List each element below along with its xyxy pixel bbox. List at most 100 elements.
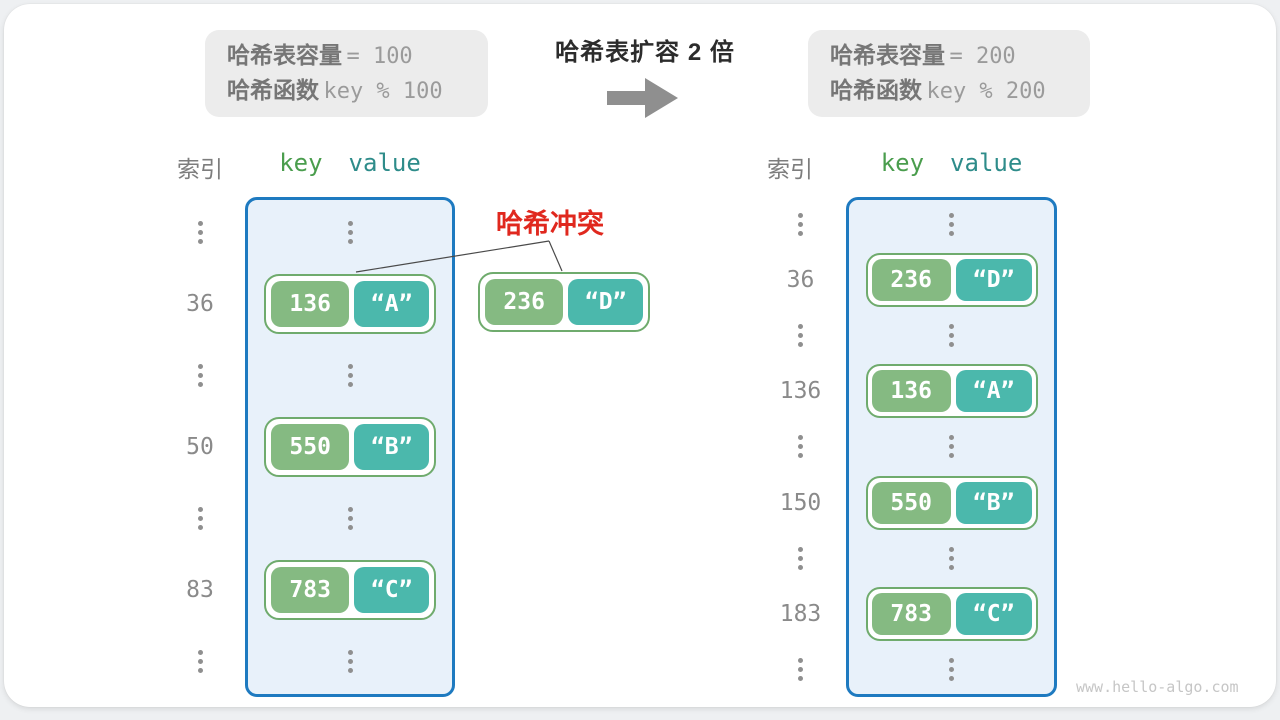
capacity-after-box: 哈希表容量 = 200 哈希函数 key % 200 <box>808 30 1090 117</box>
vertical-ellipsis-icon <box>197 506 203 530</box>
hash-fn-label: 哈希函数 <box>830 77 922 103</box>
expand-arrow-icon <box>607 78 678 118</box>
bucket-index: 150 <box>779 489 822 516</box>
bucket-index <box>755 308 846 364</box>
value-header: value <box>950 149 1023 177</box>
vertical-ellipsis-icon <box>949 435 954 459</box>
capacity-after-line1: 哈希表容量 = 200 <box>830 41 1090 69</box>
bucket-slot <box>846 197 1057 253</box>
bucket-index: 183 <box>779 600 822 627</box>
key-box: 550 <box>871 481 951 524</box>
vertical-ellipsis-icon <box>347 221 353 245</box>
key-box: 783 <box>271 566 350 613</box>
kv-pair-box: 550“B” <box>264 416 436 477</box>
kv-pair-box: 550“B” <box>865 475 1038 530</box>
kv-pair-box: 783“C” <box>264 559 436 620</box>
bucket-slot: 136“A” <box>846 364 1057 420</box>
key-box: 550 <box>271 423 350 470</box>
hash-collision-label: 哈希冲突 <box>496 209 604 239</box>
hash-fn-value: key % 100 <box>323 79 443 104</box>
hash-fn-value: key % 200 <box>926 79 1046 104</box>
bucket-slot: 783“C” <box>245 554 455 625</box>
bucket-slot <box>245 197 455 268</box>
bucket-index: 50 <box>186 433 214 460</box>
bucket-index: 36 <box>186 291 214 318</box>
bucket-slot <box>245 483 455 554</box>
vertical-ellipsis-icon <box>197 221 203 245</box>
vertical-ellipsis-icon <box>347 506 353 530</box>
value-box: “B” <box>354 423 429 470</box>
vertical-ellipsis-icon <box>798 213 803 237</box>
vertical-ellipsis-icon <box>949 657 954 681</box>
bucket-index: 83 <box>186 576 214 603</box>
bucket-slot <box>846 530 1057 586</box>
vertical-ellipsis-icon <box>798 324 803 348</box>
figure-title: 哈希表扩容 2 倍 <box>555 39 735 66</box>
left-kv-header: key value <box>245 149 455 177</box>
vertical-ellipsis-icon <box>798 435 803 459</box>
kv-pair-box: 136“A” <box>264 274 436 335</box>
key-box: 783 <box>871 592 951 635</box>
value-box: “C” <box>354 566 429 613</box>
bucket-index: 136 <box>779 378 822 405</box>
capacity-before-line2: 哈希函数 key % 100 <box>227 77 488 104</box>
bucket-index <box>755 530 846 586</box>
value-box: “C” <box>955 592 1032 635</box>
bucket-index <box>755 419 846 475</box>
bucket-slot: 550“B” <box>846 475 1057 531</box>
bucket-slot: 236“D” <box>846 253 1057 309</box>
key-box: 136 <box>271 281 350 328</box>
value-box: “B” <box>955 481 1032 524</box>
vertical-ellipsis-icon <box>347 364 353 388</box>
capacity-before-line1: 哈希表容量 = 100 <box>227 41 488 69</box>
bucket-index <box>155 197 245 268</box>
key-box: 236 <box>871 259 951 302</box>
left-index-header: 索引 <box>177 156 223 182</box>
kv-pair-box: 236“D” <box>865 253 1038 308</box>
bucket-slot <box>846 308 1057 364</box>
bucket-slot <box>245 340 455 411</box>
value-box: “A” <box>354 281 429 328</box>
kv-pair-box: 783“C” <box>865 586 1038 641</box>
vertical-ellipsis-icon <box>197 364 203 388</box>
kv-pair-box: 136“A” <box>865 364 1038 419</box>
capacity-before-box: 哈希表容量 = 100 哈希函数 key % 100 <box>205 30 488 117</box>
bucket-slot: 136“A” <box>245 268 455 339</box>
bucket-index <box>755 197 846 253</box>
right-hash-table: 36 236“D” 136 136“A” 150 550“B” 183 783“… <box>755 197 1057 697</box>
vertical-ellipsis-icon <box>949 324 954 348</box>
vertical-ellipsis-icon <box>949 213 954 237</box>
key-header: key <box>279 149 323 177</box>
bucket-index: 36 <box>786 267 815 294</box>
hash-fn-label: 哈希函数 <box>227 77 319 103</box>
value-box: “D” <box>955 259 1032 302</box>
bucket-slot: 550“B” <box>245 411 455 482</box>
capacity-label: 哈希表容量 <box>830 41 945 68</box>
vertical-ellipsis-icon <box>949 546 954 570</box>
left-hash-table: 36 136“A” 50 550“B” 83 783“C” <box>155 197 455 697</box>
capacity-value: = 100 <box>346 43 413 69</box>
key-box: 236 <box>485 279 564 325</box>
vertical-ellipsis-icon <box>347 649 353 673</box>
bucket-index <box>155 626 245 697</box>
capacity-value: = 200 <box>949 43 1016 69</box>
vertical-ellipsis-icon <box>197 649 203 673</box>
bucket-slot <box>846 641 1057 697</box>
right-index-header: 索引 <box>767 156 813 182</box>
value-box: “A” <box>955 370 1032 413</box>
bucket-index <box>155 340 245 411</box>
figure-card <box>4 4 1276 707</box>
vertical-ellipsis-icon <box>798 657 803 681</box>
value-box: “D” <box>568 279 643 325</box>
key-box: 136 <box>871 370 951 413</box>
capacity-label: 哈希表容量 <box>227 41 342 68</box>
key-header: key <box>880 149 925 177</box>
colliding-kv-pair: 236 “D” <box>478 272 650 332</box>
vertical-ellipsis-icon <box>798 546 803 570</box>
right-kv-header: key value <box>846 149 1057 177</box>
bucket-index <box>155 483 245 554</box>
bucket-slot <box>846 419 1057 475</box>
capacity-after-line2: 哈希函数 key % 200 <box>830 77 1090 104</box>
bucket-slot: 783“C” <box>846 586 1057 642</box>
